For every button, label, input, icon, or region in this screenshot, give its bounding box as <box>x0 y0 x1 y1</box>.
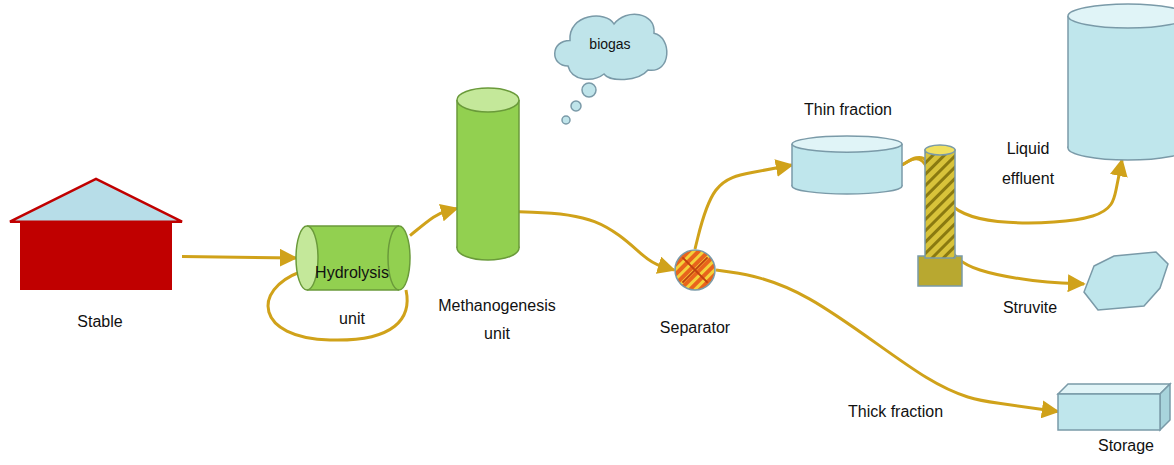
separator-circle: Separator <box>640 249 750 338</box>
tank-cylinder: Methanogenesis unit <box>427 88 567 348</box>
separator-cross <box>682 257 707 282</box>
biogas-cloud: biogas <box>548 8 672 80</box>
separator-cross <box>682 257 707 282</box>
node-outline <box>10 178 182 290</box>
cylinder-edge <box>518 100 520 248</box>
struvite-shape: Struvite <box>985 252 1168 318</box>
flow-arrow <box>716 270 1058 412</box>
cylinder-edge <box>1067 16 1069 148</box>
node-label: Storage <box>1081 436 1171 456</box>
node-outline <box>792 136 902 194</box>
node-label: Struvite <box>985 298 1075 318</box>
column-base <box>918 256 962 286</box>
cylinder-edge <box>901 144 903 186</box>
node-label: Thin fraction <box>783 100 913 120</box>
cylinder-edge <box>791 144 793 186</box>
stable-wall <box>20 222 172 290</box>
node-label: Hydrolysis unit <box>306 250 398 342</box>
node-outline <box>1058 384 1170 430</box>
node-outline <box>1068 4 1174 160</box>
cylinder-body <box>457 100 519 248</box>
hydrolysis-tank: Hydrolysis unit <box>296 226 410 342</box>
node-label: Methanogenesis unit <box>427 292 567 348</box>
gas-bubble <box>571 101 581 111</box>
flow-arrow <box>695 165 792 249</box>
node-outline <box>457 88 519 260</box>
stable-house: Stable <box>10 178 182 332</box>
cylinder-top <box>457 88 519 112</box>
node-outline <box>1084 252 1168 310</box>
flow-arrow <box>182 256 296 258</box>
flow-arrow <box>519 212 674 270</box>
box-top <box>1058 384 1170 394</box>
struvite-crystal <box>1084 252 1168 310</box>
node-label: biogas <box>570 34 650 54</box>
precipitation-column <box>918 145 962 286</box>
box-front <box>1058 394 1160 430</box>
cylinder-end <box>388 226 410 290</box>
node-label: Liquid effluent <box>992 134 1064 194</box>
node-label: Separator <box>640 318 750 338</box>
cylinder-body <box>1068 16 1174 148</box>
cylinder-edge <box>307 225 399 227</box>
gas-cloud <box>555 14 667 79</box>
node-label: Stable <box>55 312 145 332</box>
tank-cylinder: Thin fraction <box>783 100 913 194</box>
column-body <box>925 150 955 258</box>
gas-bubble <box>562 116 570 124</box>
box-side <box>1160 384 1170 430</box>
tank-cylinder: Liquid effluent <box>992 4 1174 194</box>
storage-box: Storage <box>1058 384 1171 456</box>
cylinder-top <box>1068 4 1174 28</box>
cylinder-top <box>792 136 902 152</box>
stable-roof <box>10 179 182 222</box>
column-top <box>925 145 955 155</box>
cylinder-edge <box>456 100 458 248</box>
cylinder-edge <box>307 289 399 291</box>
gas-bubble <box>582 83 596 97</box>
node-outline <box>674 249 716 291</box>
flow-arrow <box>410 208 457 235</box>
cylinder-face <box>296 226 318 290</box>
separator-disc <box>675 250 715 290</box>
flow-label: Thick fraction <box>845 402 946 422</box>
